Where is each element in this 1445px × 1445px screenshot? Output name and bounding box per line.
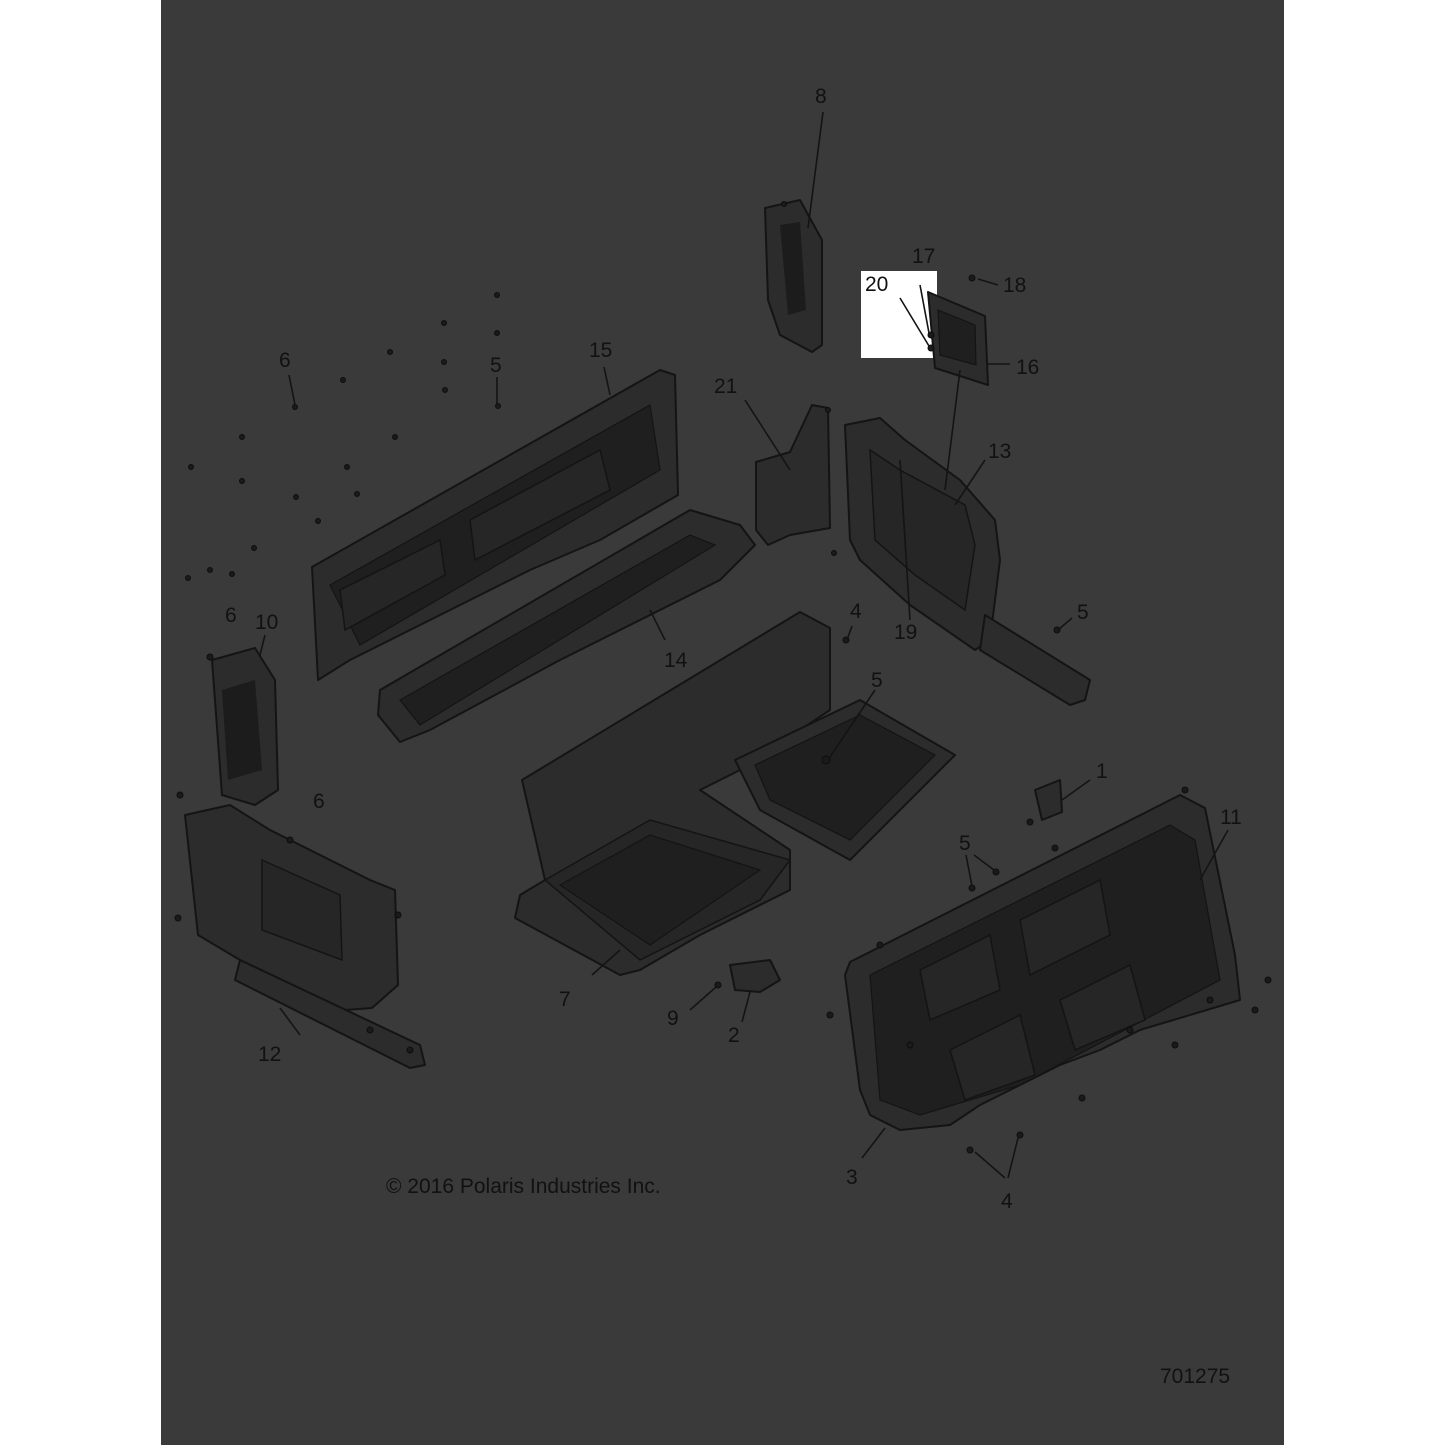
callout-1: 1 bbox=[1096, 760, 1108, 783]
callout-19: 19 bbox=[894, 621, 917, 644]
callout-10: 10 bbox=[255, 611, 278, 634]
part-10-left-upper-panel[interactable] bbox=[206, 634, 279, 806]
callout-21: 21 bbox=[714, 375, 737, 398]
callout-13: 12 bbox=[258, 1043, 281, 1066]
part-1-bracket[interactable] bbox=[1026, 779, 1091, 826]
part-16-access-cover[interactable] bbox=[899, 274, 1010, 386]
callout-4-bottom: 4 bbox=[1001, 1190, 1013, 1213]
callout-5-top: 5 bbox=[490, 354, 502, 377]
callout-9: 9 bbox=[667, 1007, 679, 1030]
callout-15: 14 bbox=[664, 649, 688, 672]
callout-6-top: 6 bbox=[279, 349, 291, 372]
callout-18: 18 bbox=[1003, 274, 1026, 297]
part-2-clip[interactable] bbox=[689, 959, 781, 1023]
loose-fasteners bbox=[185, 201, 837, 581]
part-8-upper-side-panel[interactable] bbox=[764, 111, 824, 353]
callout-12: 13 bbox=[988, 440, 1011, 463]
part-21-side-trim[interactable] bbox=[744, 399, 831, 546]
callout-3: 3 bbox=[846, 1166, 858, 1189]
callout-4-mid: 4 bbox=[850, 600, 862, 623]
part-14-rear-wall-panel[interactable] bbox=[311, 366, 679, 681]
callout-7: 7 bbox=[559, 988, 571, 1011]
callout-6-mid: 6 bbox=[225, 604, 237, 627]
callout-2: 2 bbox=[728, 1024, 740, 1047]
callout-14: 15 bbox=[589, 339, 612, 362]
callout-5-right: 5 bbox=[1077, 601, 1089, 624]
copyright-notice: © 2016 Polaris Industries Inc. bbox=[386, 1175, 661, 1198]
highlight-box bbox=[861, 271, 937, 358]
callout-20: 20 bbox=[865, 273, 888, 296]
callout-11: 11 bbox=[1220, 806, 1242, 829]
drawing-number: 701275 bbox=[1160, 1365, 1230, 1388]
callout-5-front: 5 bbox=[959, 832, 971, 855]
callout-16: 16 bbox=[1016, 356, 1039, 379]
callout-17: 17 bbox=[912, 245, 935, 268]
part-12-right-wall-panel[interactable] bbox=[844, 369, 1091, 706]
callout-6-left: 6 bbox=[313, 790, 325, 813]
part-7-cargo-box[interactable] bbox=[514, 611, 956, 976]
part-13-left-wall-panel[interactable] bbox=[174, 791, 426, 1069]
part-15-rear-rail[interactable] bbox=[377, 509, 756, 743]
callout-8: 8 bbox=[815, 85, 827, 108]
callout-5-center: 5 bbox=[871, 669, 883, 692]
part-11-front-panel[interactable] bbox=[826, 786, 1272, 1179]
